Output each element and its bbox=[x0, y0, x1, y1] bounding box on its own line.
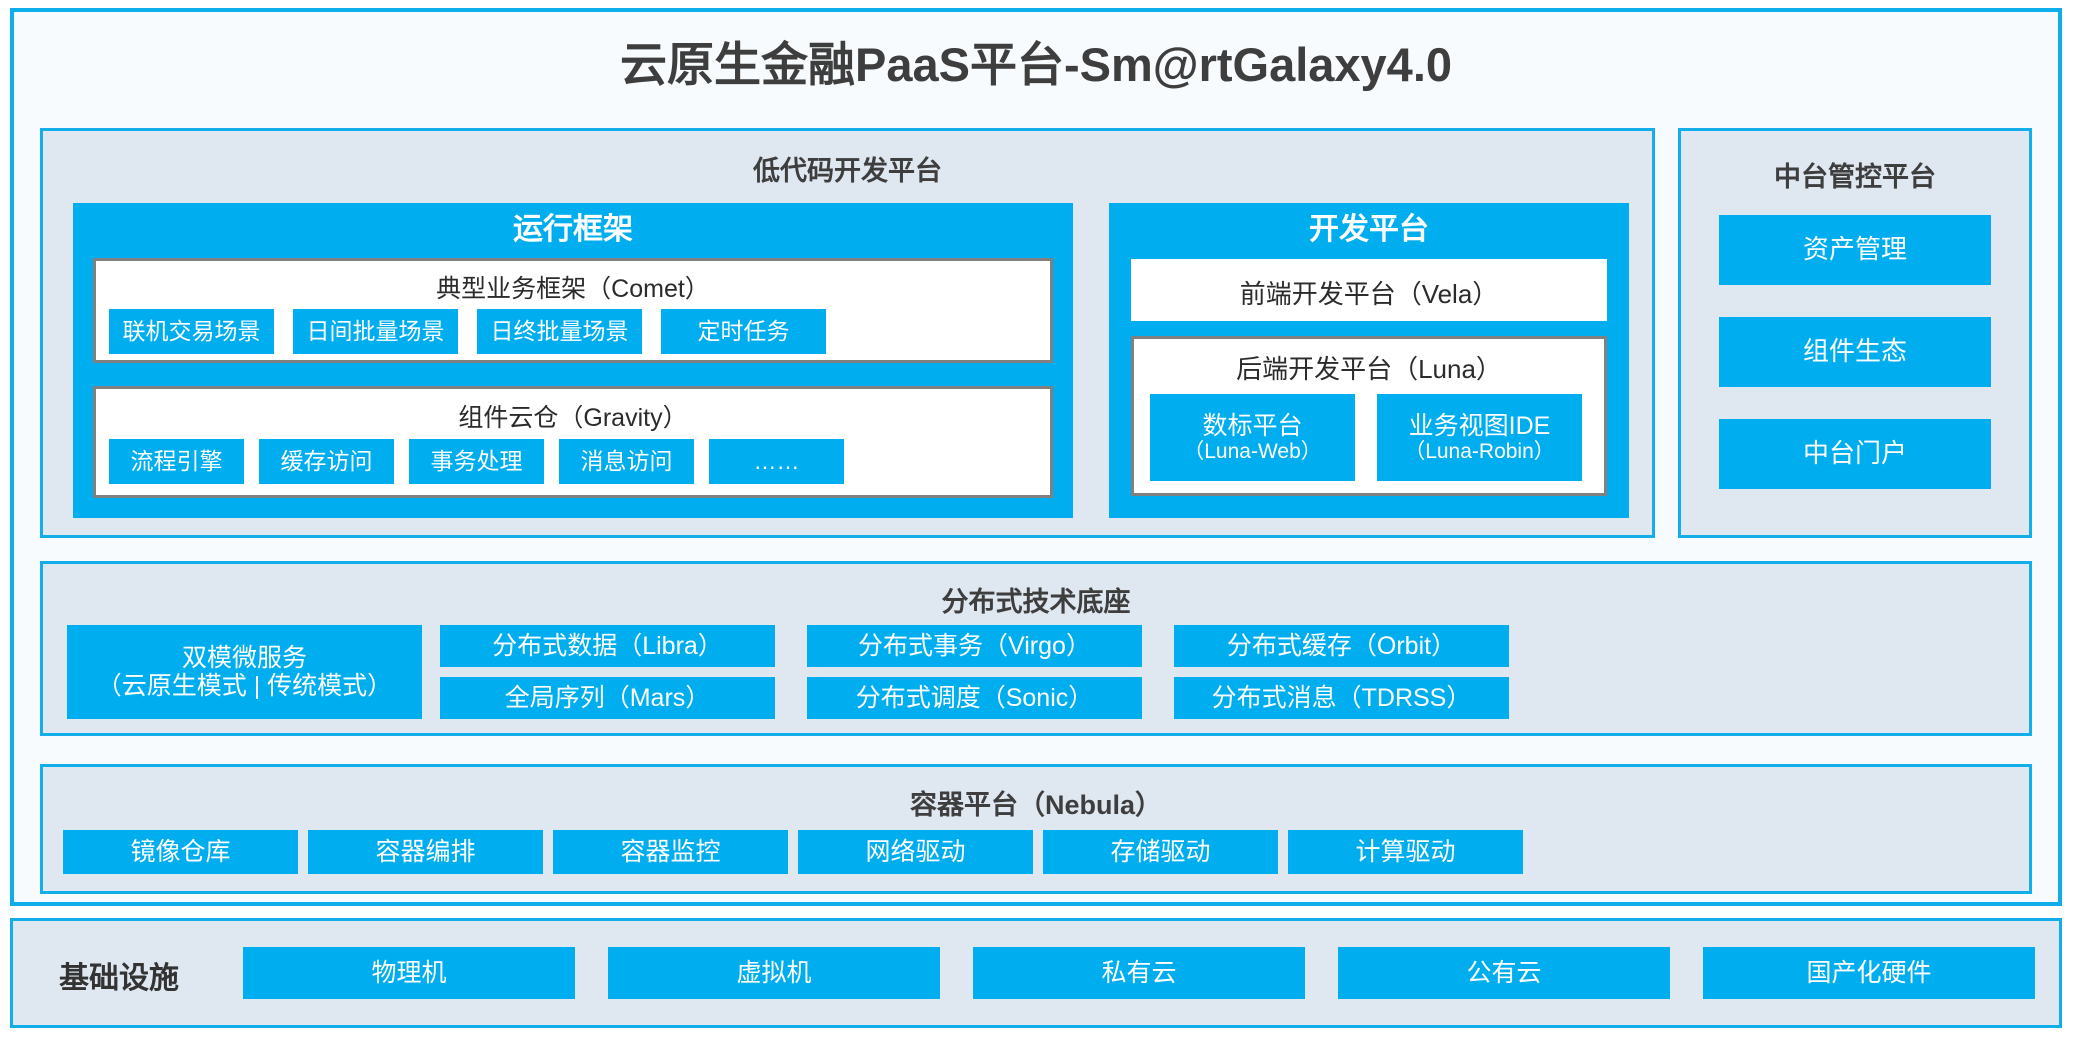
infra-item-physical-machine[interactable]: 物理机 bbox=[243, 947, 575, 999]
microservice-line1: 双模微服务 bbox=[181, 644, 307, 672]
panel-container-title: 容器平台（Nebula） bbox=[909, 790, 1163, 820]
console-item-console-portal[interactable]: 中台门户 bbox=[1719, 419, 1991, 489]
luna-robin-code: （Luna-Robin） bbox=[1404, 439, 1555, 463]
luna-robin-name: 业务视图IDE bbox=[1408, 411, 1551, 440]
panel-distributed-title: 分布式技术底座 bbox=[941, 587, 1131, 617]
distributed-item-tdrss[interactable]: 分布式消息（TDRSS） bbox=[1174, 677, 1509, 719]
panel-lowcode-platform: 低代码开发平台 运行框架 典型业务框架（Comet） 联机交易场景 日间批量场景… bbox=[40, 128, 1655, 538]
container-item-image-registry[interactable]: 镜像仓库 bbox=[63, 830, 298, 874]
infra-item-virtual-machine[interactable]: 虚拟机 bbox=[608, 947, 940, 999]
panel-console-platform: 中台管控平台 资产管理 组件生态 中台门户 bbox=[1678, 128, 2032, 538]
distributed-item-virgo[interactable]: 分布式事务（Virgo） bbox=[807, 625, 1142, 667]
infrastructure-label: 基础设施 bbox=[59, 962, 179, 995]
page-title: 云原生金融PaaS平台-Sm@rtGalaxy4.0 bbox=[619, 38, 1453, 91]
gravity-title: 组件云仓（Gravity） bbox=[458, 404, 688, 432]
container-item-monitoring[interactable]: 容器监控 bbox=[553, 830, 788, 874]
gravity-item[interactable]: 缓存访问 bbox=[259, 439, 394, 484]
gravity-item[interactable]: 消息访问 bbox=[559, 439, 694, 484]
gravity-item[interactable]: 流程引擎 bbox=[109, 439, 244, 484]
gravity-item-more[interactable]: …… bbox=[709, 439, 844, 484]
container-item-orchestration[interactable]: 容器编排 bbox=[308, 830, 543, 874]
panel-distributed-base: 分布式技术底座 双模微服务 （云原生模式 | 传统模式） 分布式数据（Libra… bbox=[40, 561, 2032, 736]
comet-title: 典型业务框架（Comet） bbox=[436, 275, 710, 303]
panel-container-platform: 容器平台（Nebula） 镜像仓库 容器编排 容器监控 网络驱动 存储驱动 计算… bbox=[40, 764, 2032, 894]
panel-lowcode-title: 低代码开发平台 bbox=[753, 156, 942, 186]
infra-item-domestic-hardware[interactable]: 国产化硬件 bbox=[1703, 947, 2035, 999]
frontend-vela-label: 前端开发平台（Vela） bbox=[1239, 279, 1499, 309]
container-item-storage-driver[interactable]: 存储驱动 bbox=[1043, 830, 1278, 874]
distributed-item-sonic[interactable]: 分布式调度（Sonic） bbox=[807, 677, 1142, 719]
block-dual-mode-microservice[interactable]: 双模微服务 （云原生模式 | 传统模式） bbox=[67, 625, 422, 719]
backend-item-luna-robin[interactable]: 业务视图IDE （Luna-Robin） bbox=[1377, 394, 1582, 481]
panel-console-title: 中台管控平台 bbox=[1774, 162, 1936, 192]
container-item-compute-driver[interactable]: 计算驱动 bbox=[1288, 830, 1523, 874]
gravity-item[interactable]: 事务处理 bbox=[409, 439, 544, 484]
distributed-item-mars[interactable]: 全局序列（Mars） bbox=[440, 677, 775, 719]
console-item-asset-management[interactable]: 资产管理 bbox=[1719, 215, 1991, 285]
container-item-network-driver[interactable]: 网络驱动 bbox=[798, 830, 1033, 874]
box-frontend-vela[interactable]: 前端开发平台（Vela） bbox=[1131, 259, 1607, 321]
runtime-framework-title: 运行框架 bbox=[513, 213, 633, 246]
box-comet: 典型业务框架（Comet） 联机交易场景 日间批量场景 日终批量场景 定时任务 bbox=[93, 258, 1053, 363]
luna-web-name: 数标平台 bbox=[1202, 411, 1303, 440]
comet-item[interactable]: 日终批量场景 bbox=[477, 309, 642, 354]
comet-item[interactable]: 定时任务 bbox=[661, 309, 826, 354]
luna-web-code: （Luna-Web） bbox=[1183, 439, 1322, 463]
infra-item-public-cloud[interactable]: 公有云 bbox=[1338, 947, 1670, 999]
diagram-outer-frame: 云原生金融PaaS平台-Sm@rtGalaxy4.0 低代码开发平台 运行框架 … bbox=[10, 8, 2062, 906]
panel-infrastructure: 基础设施 物理机 虚拟机 私有云 公有云 国产化硬件 bbox=[10, 918, 2062, 1028]
comet-item[interactable]: 日间批量场景 bbox=[293, 309, 458, 354]
console-item-component-ecology[interactable]: 组件生态 bbox=[1719, 317, 1991, 387]
comet-item[interactable]: 联机交易场景 bbox=[109, 309, 274, 354]
microservice-line2: （云原生模式 | 传统模式） bbox=[96, 672, 393, 700]
dev-platform-title: 开发平台 bbox=[1309, 213, 1429, 246]
box-backend-luna: 后端开发平台（Luna） 数标平台 （Luna-Web） 业务视图IDE （Lu… bbox=[1131, 336, 1607, 496]
backend-item-luna-web[interactable]: 数标平台 （Luna-Web） bbox=[1150, 394, 1355, 481]
backend-luna-title: 后端开发平台（Luna） bbox=[1236, 354, 1502, 384]
distributed-item-libra[interactable]: 分布式数据（Libra） bbox=[440, 625, 775, 667]
distributed-item-orbit[interactable]: 分布式缓存（Orbit） bbox=[1174, 625, 1509, 667]
infra-item-private-cloud[interactable]: 私有云 bbox=[973, 947, 1305, 999]
box-gravity: 组件云仓（Gravity） 流程引擎 缓存访问 事务处理 消息访问 …… bbox=[93, 386, 1053, 498]
